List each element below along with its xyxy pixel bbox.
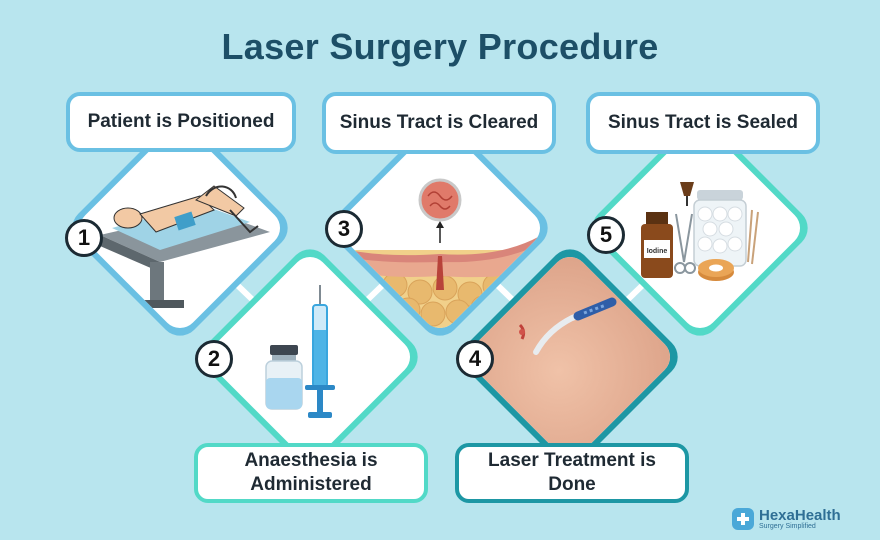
vial-and-syringe-image <box>265 285 335 418</box>
step-1-diamond <box>72 120 288 336</box>
step-1-label: Patient is Positioned <box>66 92 296 152</box>
step-2-label: Anaesthesia is Administered <box>194 443 428 503</box>
step-5-diamond: Iodine <box>592 120 808 336</box>
step-4-number-badge: 4 <box>456 340 494 378</box>
medical-cross-icon <box>732 508 754 531</box>
brand-logo: HexaHealth Surgery Simplified <box>732 508 841 531</box>
step-2-diamond <box>202 249 418 465</box>
brand-name: HexaHealth <box>759 507 841 524</box>
iodine-label-text: Iodine <box>647 248 668 255</box>
page-title: Laser Surgery Procedure <box>221 26 659 67</box>
step-4-label: Laser Treatment is Done <box>455 443 689 503</box>
step-1-number-badge: 1 <box>65 219 103 257</box>
brand-tagline: Surgery Simplified <box>759 523 816 530</box>
step-3-label: Sinus Tract is Cleared <box>322 92 556 154</box>
step-3-number-badge: 3 <box>325 210 363 248</box>
iodine-bottle-and-cotton-jar-image: Iodine <box>641 182 759 281</box>
step-5-number-badge: 5 <box>587 216 625 254</box>
step-5-label: Sinus Tract is Sealed <box>586 92 820 154</box>
step-2-number-badge: 2 <box>195 340 233 378</box>
patient-on-operating-table-image <box>100 185 270 308</box>
